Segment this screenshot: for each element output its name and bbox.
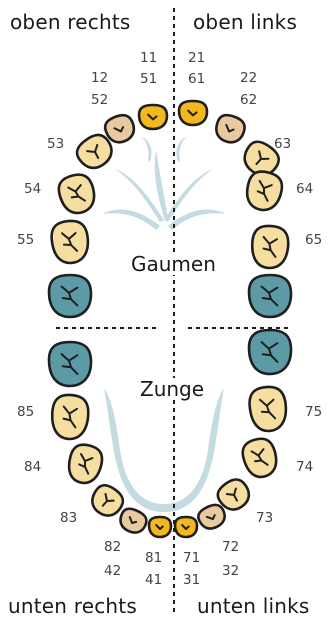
tooth-number-12: 12 [91,70,109,86]
tooth-number-54: 54 [24,181,42,197]
tooth-55 [50,219,90,265]
tooth-54 [57,173,96,215]
tooth-number-32: 32 [222,563,240,579]
tooth-75 [248,385,288,433]
tooth-number-81: 81 [145,550,163,566]
tooth-number-71: 71 [183,550,201,566]
tooth-number-85: 85 [17,404,35,420]
tooth-46 [47,340,93,388]
tooth-71 [173,515,199,539]
tooth-83 [91,483,125,517]
label-palate: Gaumen [128,253,219,275]
label-upper-right: oben rechts [10,10,131,34]
tongue-shape [104,388,224,512]
tooth-63 [243,140,280,177]
tooth-number-55: 55 [17,232,35,248]
palate-shape [102,136,226,230]
tooth-number-51: 51 [140,71,158,87]
tooth-72 [197,503,226,530]
label-tongue: Zunge [137,378,208,400]
tooth-73 [216,478,251,511]
tooth-84 [67,443,104,485]
label-lower-right: unten rechts [8,594,137,618]
tooth-21 [177,99,209,127]
tooth-number-53: 53 [47,136,65,152]
tooth-number-64: 64 [296,181,314,197]
tooth-number-73: 73 [256,510,274,526]
tooth-85 [50,393,90,441]
tooth-number-42: 42 [104,563,122,579]
tooth-11 [137,103,169,131]
tooth-number-21: 21 [188,50,206,66]
tooth-number-61: 61 [188,71,206,87]
label-lower-left: unten links [197,594,310,618]
tooth-number-83: 83 [60,510,78,526]
tooth-81 [147,515,173,539]
tooth-number-11: 11 [140,50,158,66]
tooth-number-74: 74 [296,459,314,475]
tooth-36 [247,328,293,376]
tooth-82 [119,507,148,534]
tooth-number-72: 72 [222,539,240,555]
tooth-number-84: 84 [24,459,42,475]
tooth-number-63: 63 [274,136,292,152]
tooth-74 [241,437,278,479]
tooth-65 [250,224,290,270]
tooth-12 [103,113,136,144]
tooth-number-52: 52 [91,92,109,108]
tooth-number-62: 62 [240,92,258,108]
tooth-number-41: 41 [145,572,163,588]
tooth-number-65: 65 [305,232,323,248]
tooth-number-22: 22 [240,70,258,86]
tooth-26 [247,273,293,319]
tooth-number-82: 82 [104,539,122,555]
label-upper-left: oben links [193,10,298,34]
tooth-53 [75,133,113,170]
tooth-64 [245,170,284,212]
tooth-number-75: 75 [305,404,323,420]
tooth-22 [215,113,246,144]
tooth-16 [47,273,93,319]
tooth-number-31: 31 [183,572,201,588]
